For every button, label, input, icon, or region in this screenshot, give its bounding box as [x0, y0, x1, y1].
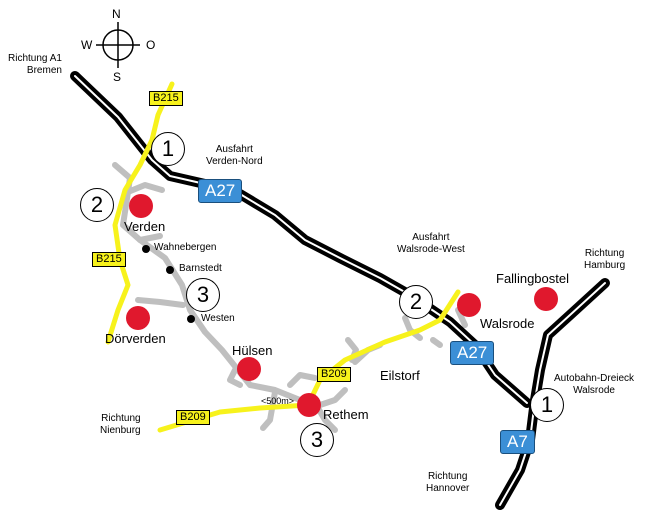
town-dot-walsrode	[457, 293, 481, 317]
exit-walsrode-west: Ausfahrt Walsrode-West	[397, 232, 465, 255]
village-dot-westen	[187, 315, 195, 323]
shield-a7: A7	[500, 430, 535, 454]
shield-b209-mid: B209	[317, 367, 351, 382]
village-label-barnstedt: Barnstedt	[179, 263, 222, 274]
marker-1-dreieck: 1	[530, 388, 564, 422]
compass-o: O	[146, 38, 156, 52]
town-dot-fallingbostel	[534, 287, 558, 311]
compass-w: W	[81, 38, 93, 52]
compass-rose	[96, 22, 140, 68]
shield-b215-top: B215	[149, 91, 183, 106]
town-label-rethem: Rethem	[323, 407, 369, 422]
village-label-westen: Westen	[201, 313, 235, 324]
town-markers	[126, 194, 558, 417]
b215-road	[105, 81, 175, 345]
village-label-wahnebergen: Wahnebergen	[154, 242, 217, 253]
compass-s: S	[113, 70, 122, 84]
direction-hannover: Richtung Hannover	[426, 471, 470, 494]
town-label-fallingbostel: Fallingbostel	[496, 271, 569, 286]
town-dot-rethem	[297, 393, 321, 417]
marker-2-walsrode: 2	[399, 285, 433, 319]
shield-a27-bottom: A27	[450, 341, 495, 365]
village-dot-barnstedt	[166, 266, 174, 274]
direction-hamburg: Richtung Hamburg	[584, 248, 626, 271]
shield-b215-mid: B215	[92, 252, 126, 267]
marker-2-verden: 2	[80, 188, 114, 222]
town-label-verden: Verden	[124, 219, 166, 234]
distance-note: <500m>	[261, 396, 295, 406]
compass-n: N	[112, 7, 121, 21]
marker-3-rethem: 3	[300, 423, 334, 457]
shield-b209-left: B209	[176, 410, 210, 425]
shield-a27-top: A27	[198, 179, 243, 203]
direction-bremen: Richtung A1 Bremen	[8, 53, 62, 76]
town-label-hulsen: Hülsen	[232, 343, 273, 358]
town-label-eilstorf: Eilstorf	[380, 368, 420, 383]
town-label-walsrode: Walsrode	[480, 316, 535, 331]
town-dot-verden	[129, 194, 153, 218]
town-dot-dorverden	[126, 306, 150, 330]
direction-nienburg: Richtung Nienburg	[100, 413, 141, 436]
town-label-dorverden: Dörverden	[105, 331, 166, 346]
village-dot-wahnebergen	[142, 245, 150, 253]
village-markers	[142, 245, 195, 323]
exit-dreieck-walsrode: Autobahn-Dreieck Walsrode	[554, 373, 635, 396]
exit-verden-nord: Ausfahrt Verden-Nord	[206, 144, 263, 167]
town-dot-hulsen	[237, 357, 261, 381]
marker-3-westen: 3	[186, 278, 220, 312]
marker-1-verden: 1	[151, 132, 185, 166]
